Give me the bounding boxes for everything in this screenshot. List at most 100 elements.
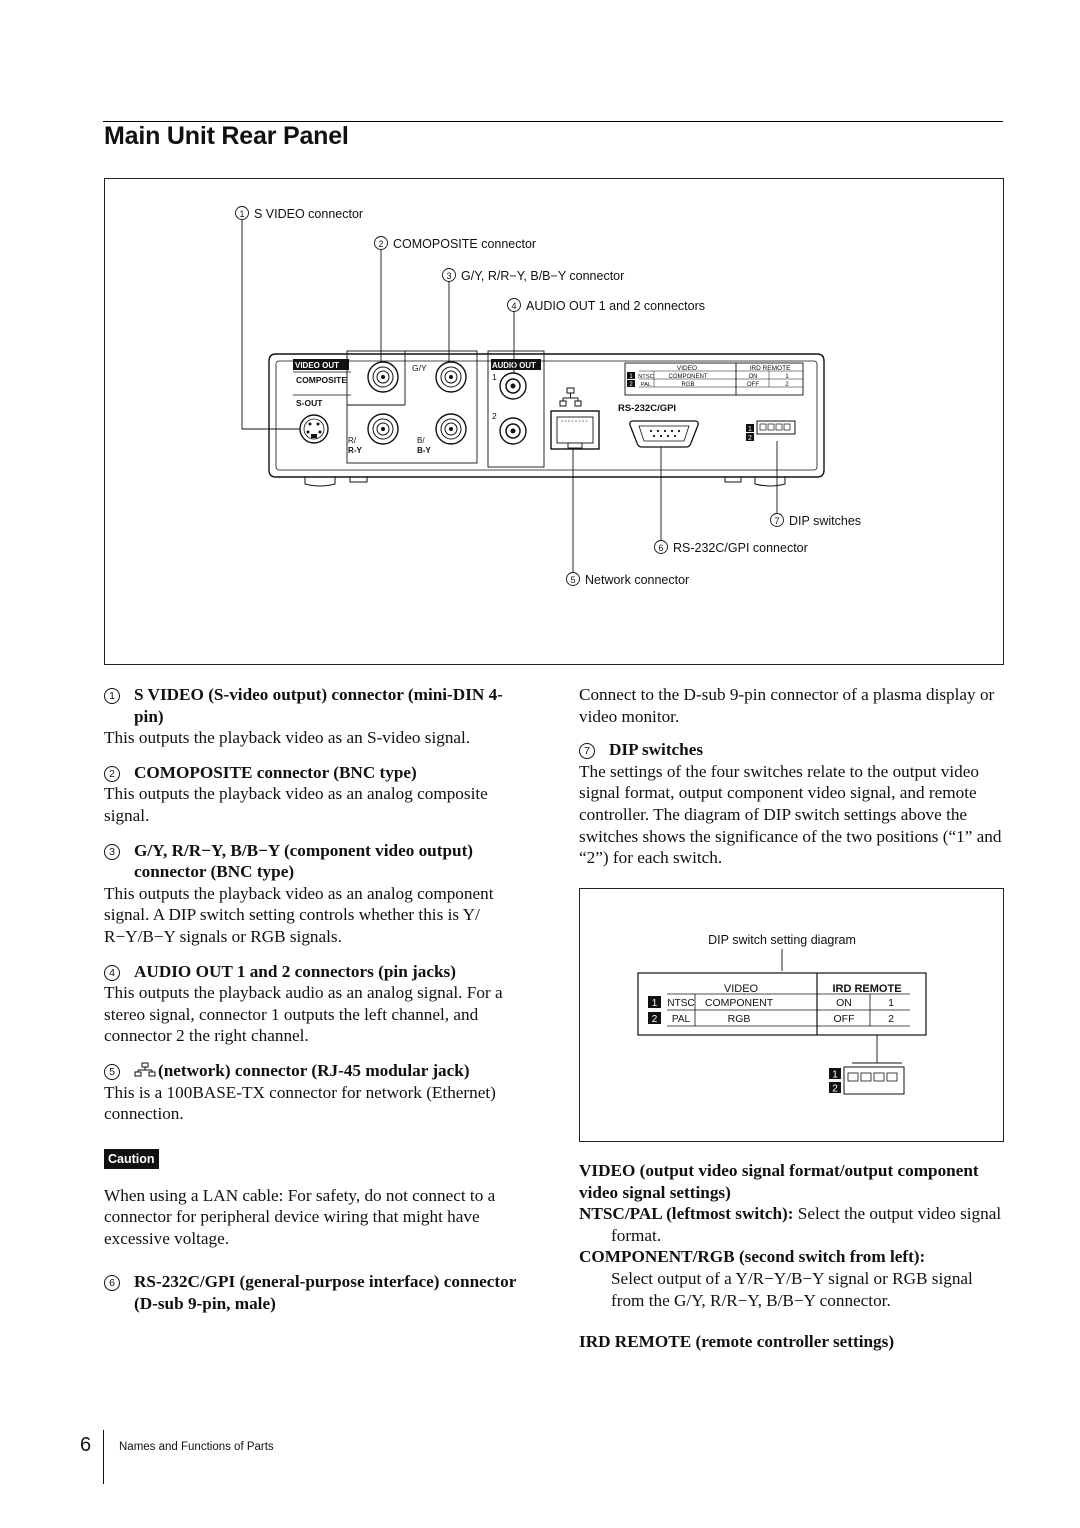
ntsc-pal-entry: NTSC/PAL (leftmost switch): Select the o… [579, 1203, 1003, 1246]
component-rgb-label: COMPONENT/RGB (second switch from left): [579, 1247, 926, 1267]
panel-dip-switches: 1 2 [746, 420, 796, 442]
dip-row1-c: ON [836, 997, 852, 1009]
item6-heading: 6 RS-232C/GPI (general-purpose interface… [104, 1271, 525, 1314]
panel-dip-row1: 1 [748, 426, 752, 433]
ry-label-bottom: R-Y [348, 446, 362, 455]
item6-number: 6 [104, 1275, 120, 1292]
audio-2-label: 2 [492, 411, 497, 421]
dip-switch-diagram: DIP switch setting diagram VIDEO IRD REM… [579, 888, 1004, 1142]
footer-section-name: Names and Functions of Parts [119, 1441, 274, 1453]
panel-video-header: VIDEO [677, 365, 697, 372]
callout-4-circle [507, 298, 521, 312]
callout-3-label: G/Y, R/R−Y, B/B−Y connector [461, 269, 624, 283]
item2-heading: 2 COMOPOSITE connector (BNC type) [104, 762, 525, 784]
callout-2-label: COMOPOSITE connector [393, 237, 536, 251]
dip-switch-row2: 2 [832, 1084, 838, 1095]
page-number: 6 [80, 1434, 92, 1456]
rear-panel-diagram: 1 S VIDEO connector 2 COMOPOSITE connect… [104, 178, 1004, 665]
item5-heading: 5 (network) connector (RJ-45 modular jac… [104, 1060, 525, 1082]
callout-5-circle [566, 572, 580, 586]
dip-switch-row1: 1 [832, 1070, 838, 1081]
rear-panel-illustration: 1 S VIDEO connector 2 COMOPOSITE connect… [235, 206, 861, 587]
panel-dip-table: VIDEO IRD REMOTE 1 NTSC COMPONENT ON 1 2… [624, 362, 804, 396]
dsub-9pin-connector [629, 420, 699, 448]
ry-bnc-connector [367, 413, 399, 445]
callout-6-circle [654, 540, 668, 554]
unit-body [268, 353, 825, 487]
item5-body: This is a 100BASE-TX connector for netwo… [104, 1082, 496, 1124]
dip-row2-d: 2 [888, 1013, 894, 1025]
item4-title: AUDIO OUT 1 and 2 connectors (pin jacks) [134, 961, 456, 981]
item2-number: 2 [104, 765, 120, 782]
panel-row1-a: NTSC [638, 374, 654, 380]
callout-1-circle [235, 206, 249, 220]
item1-number: 1 [104, 688, 120, 704]
callout-7-circle [770, 513, 784, 527]
callout-5-num: 5 [570, 575, 575, 585]
panel-row2-c: OFF [747, 382, 759, 388]
item1-heading: 1 S VIDEO (S-video output) connector (mi… [104, 684, 525, 727]
s-out-label: S-OUT [296, 398, 323, 408]
dip-ird-header: IRD REMOTE [832, 983, 901, 995]
by-bnc-connector [435, 413, 467, 445]
callout-6-label: RS-232C/GPI connector [673, 541, 808, 555]
dip-video-header: VIDEO [724, 983, 759, 995]
panel-row2-d: 2 [785, 382, 789, 388]
item7-body: The settings of the four switches relate… [579, 761, 1002, 868]
dip-diagram-caption: DIP switch setting diagram [708, 933, 856, 947]
dip-row2-num: 2 [652, 1014, 658, 1025]
dip-switch-illustration: DIP switch setting diagram VIDEO IRD REM… [637, 933, 927, 1095]
callout-2-circle [374, 236, 388, 250]
callout-1-num: 1 [239, 209, 244, 219]
rj45-jack [550, 410, 600, 450]
video-out-label: VIDEO OUT [295, 361, 339, 370]
ird-remote-heading: IRD REMOTE (remote controller settings) [579, 1332, 895, 1352]
item4-heading: 4 AUDIO OUT 1 and 2 connectors (pin jack… [104, 961, 525, 983]
item4-body: This outputs the playback audio as an an… [104, 983, 503, 1046]
rs232-label: RS-232C/GPI [618, 403, 676, 414]
panel-ird-header: IRD REMOTE [750, 365, 791, 372]
gy-bnc-connector [435, 361, 467, 393]
callout-1-label: S VIDEO connector [254, 207, 363, 221]
callout-6-num: 6 [658, 543, 663, 553]
panel-row2-a: PAL [641, 382, 652, 388]
item5-title: (network) connector (RJ-45 modular jack) [158, 1060, 470, 1080]
panel-row1-d: 1 [785, 374, 789, 380]
item3-number: 3 [104, 843, 120, 860]
callout-5-label: Network connector [585, 573, 689, 587]
dip-row1-b: COMPONENT [705, 997, 774, 1009]
callout-7-label: DIP switches [789, 514, 861, 528]
callout-4-num: 4 [511, 301, 516, 311]
item6-title: RS-232C/GPI (general-purpose interface) … [134, 1272, 517, 1314]
leader-lines [241, 220, 778, 572]
top-rule [103, 121, 1003, 122]
dip-row2-a: PAL [672, 1014, 691, 1025]
s-video-connector [299, 414, 329, 444]
panel-row1-num: 1 [629, 374, 633, 380]
ntsc-pal-label: NTSC/PAL (leftmost switch): [579, 1204, 794, 1224]
item7-heading: 7 DIP switches [579, 739, 1003, 761]
panel-row1-c: ON [749, 374, 758, 380]
audio-1-label: 1 [492, 372, 497, 382]
dip-row2-c: OFF [834, 1013, 855, 1025]
video-settings-section: VIDEO (output video signal format/output… [579, 1160, 1003, 1353]
audio-out-1-jack [499, 372, 527, 400]
caution-block: Caution [104, 1147, 525, 1169]
item2-title: COMOPOSITE connector (BNC type) [134, 762, 417, 782]
ntsc-pal-text: Select the output video signal format. [611, 1204, 1002, 1245]
dip-switch-block: 1 2 [829, 1066, 905, 1095]
item3-body: This outputs the playback video as an an… [104, 883, 494, 946]
composite-bnc-connector [367, 361, 399, 393]
item3-heading: 3 G/Y, R/R−Y, B/B−Y (component video out… [104, 840, 525, 883]
item4-number: 4 [104, 964, 120, 981]
component-rgb-text: Select output of a Y/R−Y/B−Y signal or R… [611, 1268, 973, 1310]
panel-row2-b: RGB [681, 382, 694, 388]
panel-row2-num: 2 [629, 382, 633, 388]
caution-label: Caution [104, 1148, 159, 1169]
gy-label: G/Y [412, 363, 427, 373]
right-column: Connect to the D-sub 9-pin connector of … [579, 684, 1003, 869]
dip-row2-b: RGB [728, 1013, 751, 1025]
dip-row1-a: NTSC [667, 998, 694, 1009]
dip-row1-num: 1 [652, 998, 658, 1009]
audio-out-2-jack [499, 417, 527, 445]
